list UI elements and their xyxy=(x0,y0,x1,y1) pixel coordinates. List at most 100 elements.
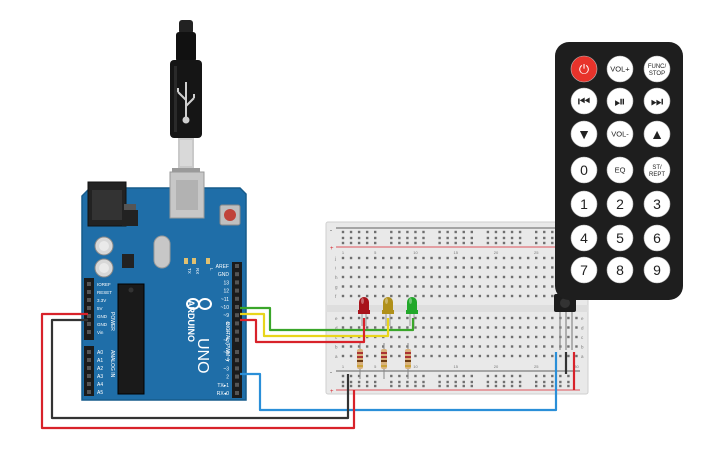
breadboard-hole[interactable] xyxy=(430,294,433,298)
breadboard-hole[interactable] xyxy=(526,316,530,320)
breadboard-hole[interactable] xyxy=(543,335,546,339)
breadboard-hole[interactable] xyxy=(398,275,401,279)
breadboard-hole[interactable] xyxy=(543,236,546,240)
breadboard-hole[interactable] xyxy=(357,374,361,378)
power-pin-hole[interactable] xyxy=(87,314,91,318)
breadboard-hole[interactable] xyxy=(406,266,409,269)
breadboard-hole[interactable] xyxy=(406,326,409,329)
breadboard-hole[interactable] xyxy=(374,256,377,260)
breadboard-hole[interactable] xyxy=(470,326,473,329)
breadboard-hole[interactable] xyxy=(502,335,506,339)
digital-pin-hole[interactable] xyxy=(235,329,239,334)
breadboard-hole[interactable] xyxy=(494,345,498,348)
breadboard-hole[interactable] xyxy=(478,285,482,288)
breadboard-hole[interactable] xyxy=(543,380,546,384)
breadboard-hole[interactable] xyxy=(438,326,441,329)
analog-pin-hole[interactable] xyxy=(87,374,91,378)
breadboard-hole[interactable] xyxy=(502,380,506,384)
breadboard-hole[interactable] xyxy=(406,345,409,348)
breadboard-hole[interactable] xyxy=(446,374,449,378)
breadboard-hole[interactable] xyxy=(478,345,482,348)
breadboard-hole[interactable] xyxy=(518,285,522,288)
breadboard-hole[interactable] xyxy=(567,326,570,329)
breadboard-hole[interactable] xyxy=(462,345,465,348)
breadboard-hole[interactable] xyxy=(486,384,490,388)
breadboard-hole[interactable] xyxy=(494,275,498,279)
breadboard-hole[interactable] xyxy=(526,335,530,339)
remote-button-num-1[interactable]: 1 xyxy=(570,190,598,218)
breadboard-hole[interactable] xyxy=(462,230,465,234)
breadboard-hole[interactable] xyxy=(518,374,522,378)
breadboard-hole[interactable] xyxy=(374,384,377,388)
breadboard-hole[interactable] xyxy=(575,316,578,320)
breadboard-hole[interactable] xyxy=(438,354,441,358)
breadboard-hole[interactable] xyxy=(374,345,377,348)
breadboard-hole[interactable] xyxy=(510,256,514,260)
digital-pin-hole[interactable] xyxy=(235,264,239,268)
digital-pin-hole[interactable] xyxy=(235,382,239,387)
digital-pin-hole[interactable] xyxy=(235,313,239,318)
breadboard-hole[interactable] xyxy=(406,316,409,320)
breadboard-hole[interactable] xyxy=(494,335,498,339)
breadboard-hole[interactable] xyxy=(357,266,361,269)
breadboard-hole[interactable] xyxy=(494,354,498,358)
breadboard-hole[interactable] xyxy=(430,345,433,348)
breadboard-hole[interactable] xyxy=(382,275,385,279)
breadboard-hole[interactable] xyxy=(551,241,554,245)
breadboard-hole[interactable] xyxy=(374,326,377,329)
breadboard-hole[interactable] xyxy=(551,380,554,384)
breadboard-hole[interactable] xyxy=(365,316,369,320)
breadboard-hole[interactable] xyxy=(502,230,506,234)
breadboard-hole[interactable] xyxy=(365,236,369,240)
breadboard-hole[interactable] xyxy=(535,266,538,269)
breadboard-hole[interactable] xyxy=(567,316,570,320)
breadboard-hole[interactable] xyxy=(510,345,514,348)
breadboard-hole[interactable] xyxy=(543,316,546,320)
breadboard-hole[interactable] xyxy=(559,384,562,388)
breadboard-hole[interactable] xyxy=(382,256,385,260)
breadboard-hole[interactable] xyxy=(535,345,538,348)
breadboard-hole[interactable] xyxy=(414,384,417,388)
breadboard-hole[interactable] xyxy=(406,374,409,378)
breadboard-hole[interactable] xyxy=(518,345,522,348)
breadboard-hole[interactable] xyxy=(390,285,393,288)
breadboard-hole[interactable] xyxy=(502,266,506,269)
breadboard-hole[interactable] xyxy=(422,294,425,298)
breadboard-hole[interactable] xyxy=(535,236,538,240)
power-pin-hole[interactable] xyxy=(87,298,91,302)
breadboard-hole[interactable] xyxy=(543,326,546,329)
breadboard-hole[interactable] xyxy=(349,236,353,240)
breadboard-hole[interactable] xyxy=(454,326,457,329)
breadboard-hole[interactable] xyxy=(357,230,361,234)
breadboard-hole[interactable] xyxy=(446,266,449,269)
breadboard-hole[interactable] xyxy=(382,266,385,269)
breadboard-hole[interactable] xyxy=(551,374,554,378)
breadboard-hole[interactable] xyxy=(526,275,530,279)
breadboard-hole[interactable] xyxy=(406,380,409,384)
breadboard-hole[interactable] xyxy=(365,256,369,260)
breadboard-hole[interactable] xyxy=(559,354,562,358)
breadboard-hole[interactable] xyxy=(438,266,441,269)
breadboard-hole[interactable] xyxy=(543,275,546,279)
breadboard-hole[interactable] xyxy=(365,326,369,329)
breadboard-hole[interactable] xyxy=(462,275,465,279)
breadboard-hole[interactable] xyxy=(422,241,425,245)
breadboard-hole[interactable] xyxy=(422,380,425,384)
breadboard-hole[interactable] xyxy=(494,230,498,234)
breadboard-hole[interactable] xyxy=(567,384,570,388)
breadboard-hole[interactable] xyxy=(422,374,425,378)
breadboard-hole[interactable] xyxy=(502,236,506,240)
breadboard-hole[interactable] xyxy=(510,285,514,288)
breadboard-hole[interactable] xyxy=(349,316,353,320)
remote-button-st-rept[interactable]: ST/REPT xyxy=(643,156,671,184)
breadboard-hole[interactable] xyxy=(422,236,425,240)
breadboard-hole[interactable] xyxy=(341,380,345,384)
breadboard-hole[interactable] xyxy=(365,294,369,298)
breadboard-hole[interactable] xyxy=(462,241,465,245)
breadboard-hole[interactable] xyxy=(494,241,498,245)
breadboard-hole[interactable] xyxy=(390,275,393,279)
breadboard-hole[interactable] xyxy=(382,294,385,298)
breadboard-hole[interactable] xyxy=(478,256,482,260)
